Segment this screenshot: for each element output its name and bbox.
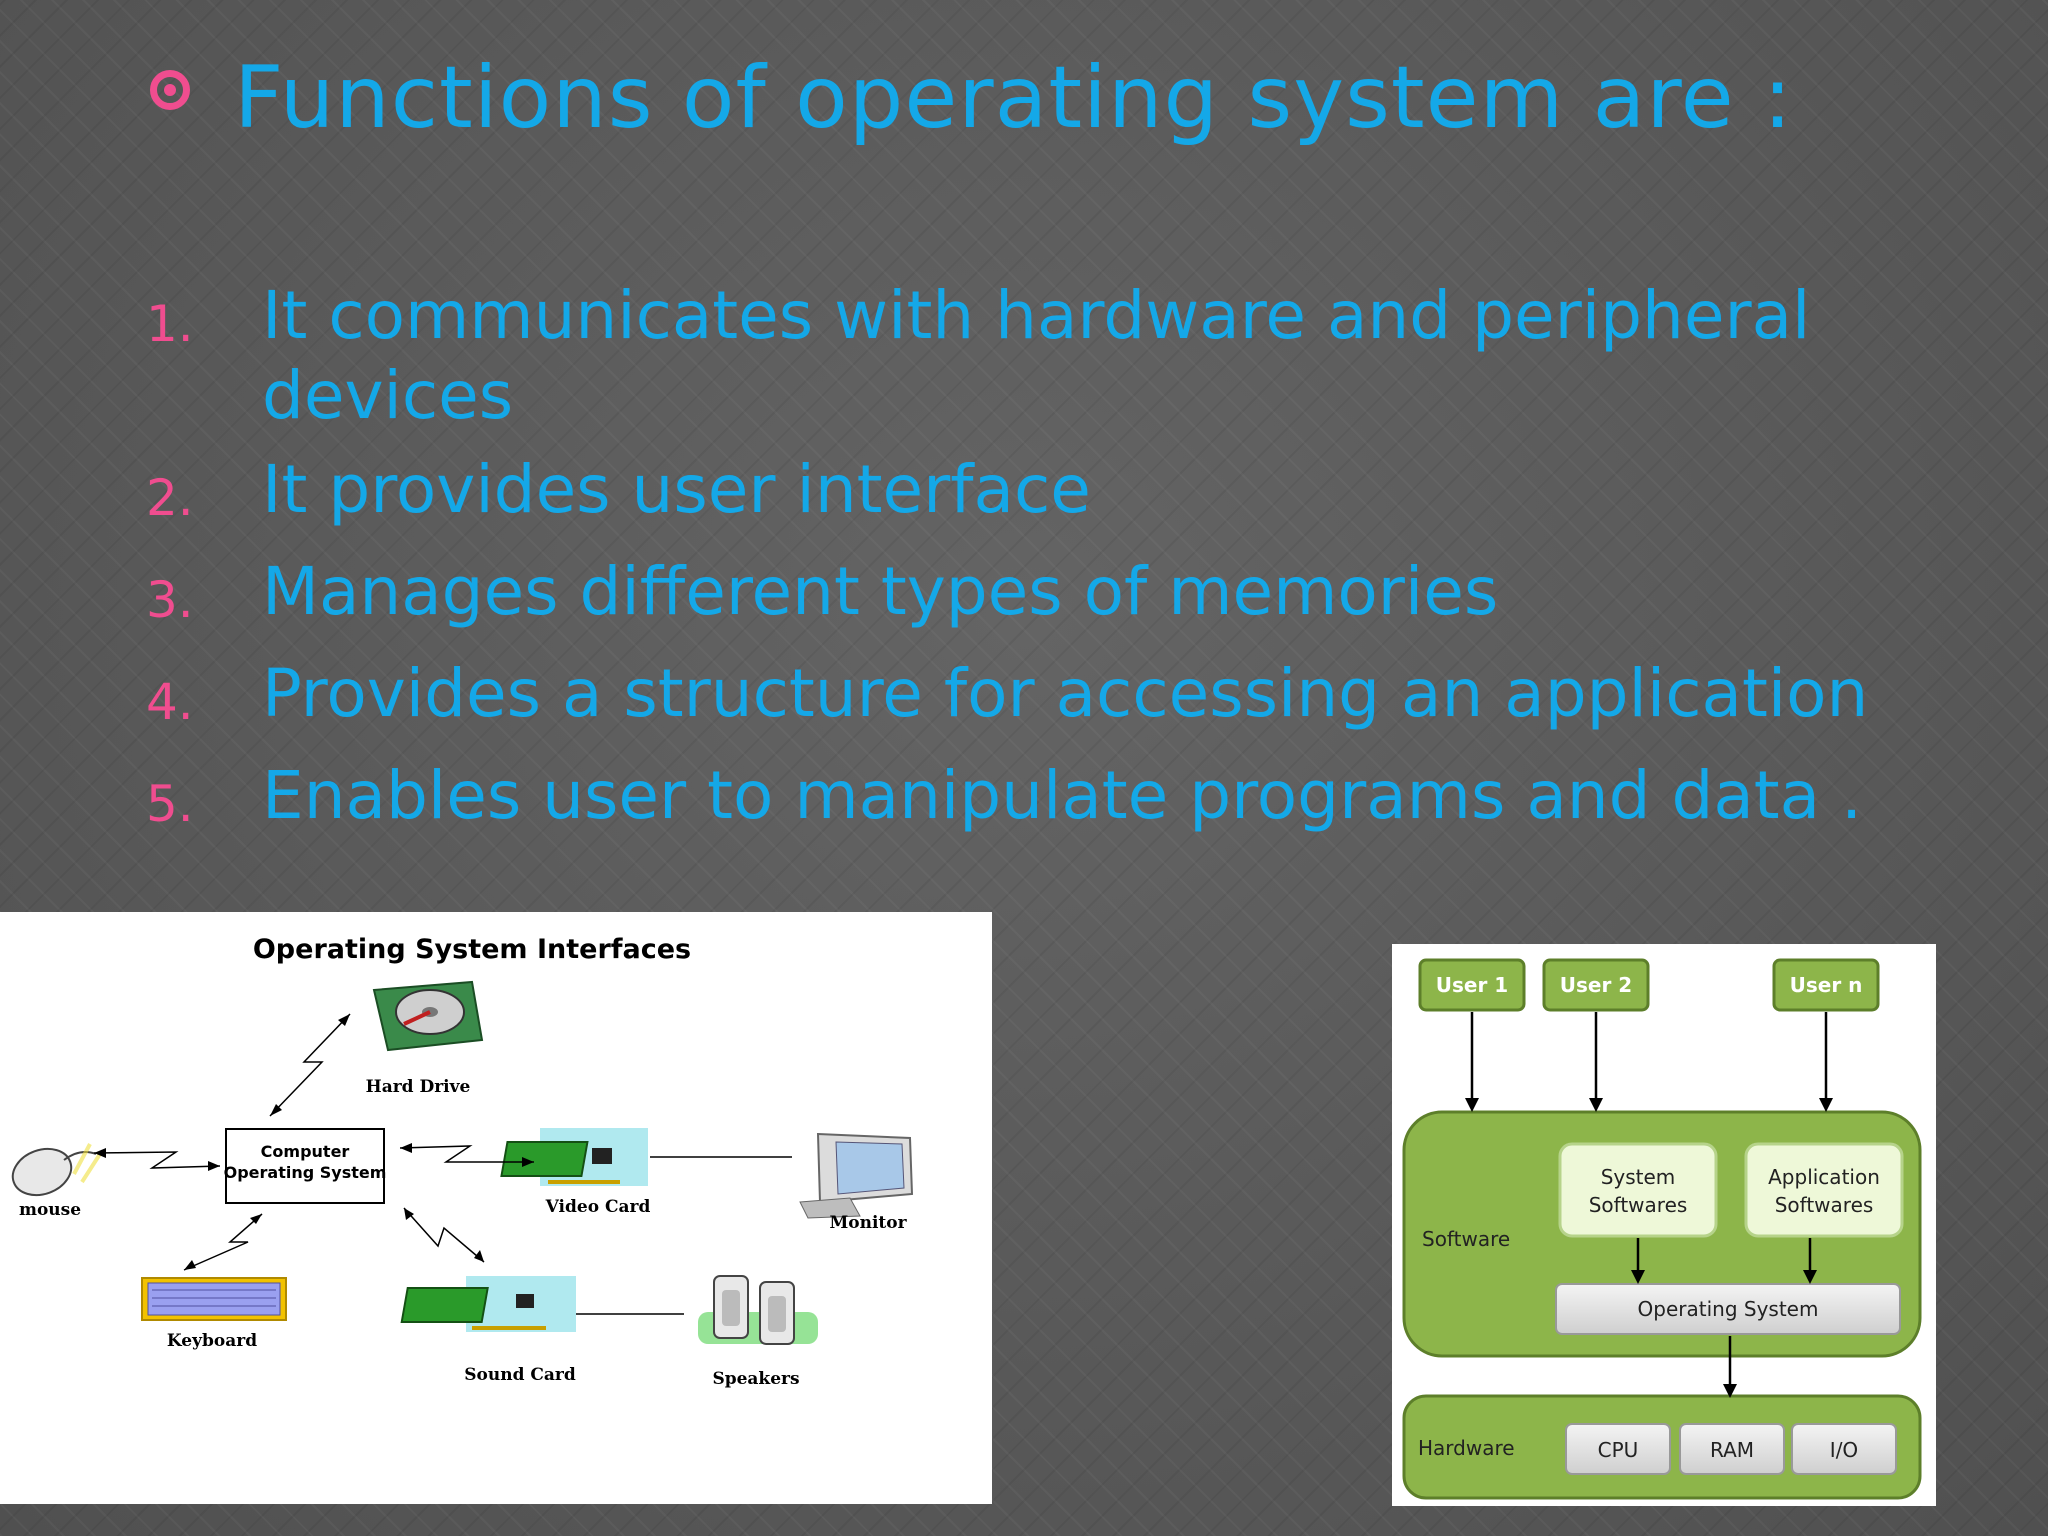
hardware-label: Hardware: [1418, 1436, 1515, 1460]
keyboard-connector: [183, 1213, 263, 1271]
mouse-icon: [11, 1143, 102, 1197]
list-number: 2.: [146, 469, 194, 527]
list-number: 1.: [146, 295, 194, 353]
application-softwares-box: [1744, 1142, 1904, 1238]
hw-item-label: CPU: [1598, 1438, 1639, 1462]
user-label: User 1: [1436, 973, 1508, 997]
monitor-icon: [799, 1132, 914, 1219]
list-item: 2. It provides user interface: [146, 450, 1946, 538]
software-label: Software: [1422, 1227, 1510, 1251]
operating-system-label: Operating System: [1638, 1297, 1819, 1321]
hw-item-label: RAM: [1710, 1438, 1754, 1462]
user-box: User 2: [1542, 958, 1650, 1012]
user-box: User 1: [1418, 958, 1526, 1012]
hw-item-box: [1791, 1423, 1897, 1475]
os-layers-diagram: User 1 User 2 User n Software System Sof…: [1392, 944, 1936, 1506]
application-softwares-line2: Softwares: [1775, 1193, 1874, 1217]
functions-list: 1. It communicates with hardware and per…: [146, 276, 1946, 858]
list-text: Provides a structure for accessing an ap…: [262, 655, 1869, 732]
os-layers-svg: User 1 User 2 User n Software System Sof…: [1402, 958, 1922, 1500]
interface-connectors: [93, 1013, 792, 1315]
hw-item-box: [1565, 1423, 1671, 1475]
speakers-icon: [698, 1275, 818, 1345]
slide-title: Functions of operating system are :: [234, 48, 1794, 148]
operating-system-box: [1555, 1283, 1901, 1335]
list-item: 5. Enables user to manipulate programs a…: [146, 756, 1946, 844]
center-line1: Computer: [261, 1142, 350, 1161]
layer-arrowheads: [1465, 1098, 1833, 1398]
monitor-label: Monitor: [829, 1213, 907, 1233]
list-text: Manages different types of memories: [262, 553, 1499, 630]
center-line2: Operating System: [224, 1163, 387, 1182]
os-interfaces-svg: Operating System Interfaces Computer Ope…: [11, 934, 914, 1389]
system-softwares-line2: Softwares: [1589, 1193, 1688, 1217]
keyboard-label: Keyboard: [167, 1331, 257, 1351]
bullet-icon: [150, 70, 190, 110]
application-softwares-line1: Application: [1768, 1165, 1880, 1189]
user-label: User n: [1790, 973, 1863, 997]
user-box: User n: [1772, 958, 1880, 1012]
hard-drive-connector: [269, 1013, 351, 1117]
connector-arrowheads: [94, 1014, 534, 1270]
system-softwares-box: [1558, 1142, 1718, 1238]
system-softwares-line1: System: [1601, 1165, 1676, 1189]
list-number: 4.: [146, 673, 194, 731]
list-number: 3.: [146, 571, 194, 629]
video-card-connector: [399, 1145, 534, 1163]
list-item: 4. Provides a structure for accessing an…: [146, 654, 1946, 742]
hw-item-label: I/O: [1830, 1438, 1858, 1462]
sound-card-icon: [400, 1276, 576, 1332]
keyboard-icon: [141, 1277, 287, 1321]
os-interfaces-diagram: Operating System Interfaces Computer Ope…: [0, 912, 992, 1504]
list-item: 1. It communicates with hardware and per…: [146, 276, 1946, 436]
sound-card-label: Sound Card: [464, 1365, 576, 1385]
speakers-label: Speakers: [712, 1369, 799, 1389]
mouse-label: mouse: [19, 1200, 81, 1220]
sound-card-connector: [403, 1207, 485, 1263]
diagram-title: Operating System Interfaces: [253, 934, 691, 965]
mouse-connector: [93, 1151, 221, 1169]
user-label: User 2: [1560, 973, 1632, 997]
video-card-label: Video Card: [545, 1197, 651, 1217]
hw-item-box: [1679, 1423, 1785, 1475]
hard-drive-label: Hard Drive: [366, 1077, 471, 1097]
hard-drive-icon: [372, 980, 484, 1052]
list-text: It provides user interface: [262, 451, 1091, 528]
list-text: It communicates with hardware and periph…: [262, 277, 1811, 434]
list-item: 3. Manages different types of memories: [146, 552, 1946, 640]
list-number: 5.: [146, 775, 194, 833]
list-text: Enables user to manipulate programs and …: [262, 757, 1863, 834]
video-card-icon: [500, 1128, 648, 1186]
os-center-box: [225, 1128, 385, 1204]
